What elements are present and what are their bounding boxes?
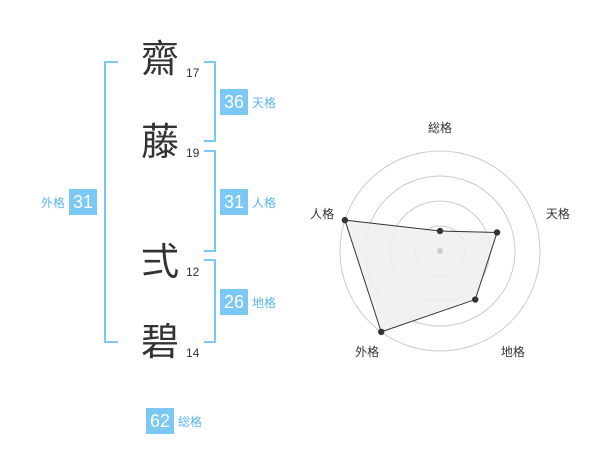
gaikaku-label: 外格 — [41, 195, 66, 210]
jinkaku-badge: 31 人格 — [220, 189, 276, 215]
gaikaku-bracket — [104, 61, 118, 343]
name-char-3: 弍 — [140, 240, 179, 284]
name-char-2: 藤 — [140, 120, 179, 164]
radar-point-0 — [436, 227, 444, 235]
jinkaku-value: 31 — [220, 189, 248, 215]
stroke-count-1: 17 — [186, 66, 200, 80]
tenkaku-bracket — [204, 61, 216, 142]
tenkaku-badge: 36 天格 — [220, 89, 276, 115]
tenkaku-label: 天格 — [252, 95, 277, 110]
stroke-count-2: 19 — [186, 146, 200, 160]
soukaku-label: 総格 — [178, 414, 203, 429]
radar-axis-label-2: 地格 — [500, 345, 525, 360]
radar-point-2 — [472, 296, 479, 303]
radar-point-4 — [341, 216, 349, 224]
radar-point-1 — [493, 229, 501, 236]
chikaku-badge: 26 地格 — [220, 289, 276, 315]
stroke-count-4: 14 — [186, 346, 200, 360]
radar-ring — [339, 150, 541, 352]
radar-axis-label-4: 人格 — [310, 206, 335, 221]
gaikaku-badge: 31 外格 — [41, 189, 98, 215]
chikaku-value: 26 — [220, 289, 248, 315]
tenkaku-value: 36 — [220, 89, 248, 115]
gaikaku-value: 31 — [69, 189, 98, 215]
jinkaku-label: 人格 — [252, 195, 277, 210]
chikaku-bracket — [204, 259, 216, 343]
radar-point-3 — [378, 328, 385, 336]
radar-center — [437, 248, 443, 254]
radar-axis-label-0: 総格 — [428, 121, 453, 135]
radar-axis-label-3: 外格 — [355, 345, 380, 360]
name-char-4: 碧 — [140, 320, 179, 364]
radar-chart — [339, 150, 541, 352]
stroke-count-3: 12 — [186, 265, 200, 279]
radar-axis-label-1: 天格 — [545, 206, 570, 221]
soukaku-value: 62 — [146, 408, 174, 434]
name-char-1: 齋 — [140, 37, 179, 81]
soukaku-badge: 62 総格 — [146, 408, 202, 434]
chikaku-label: 地格 — [252, 295, 277, 310]
jinkaku-bracket — [204, 150, 216, 252]
radar-area — [344, 219, 498, 333]
